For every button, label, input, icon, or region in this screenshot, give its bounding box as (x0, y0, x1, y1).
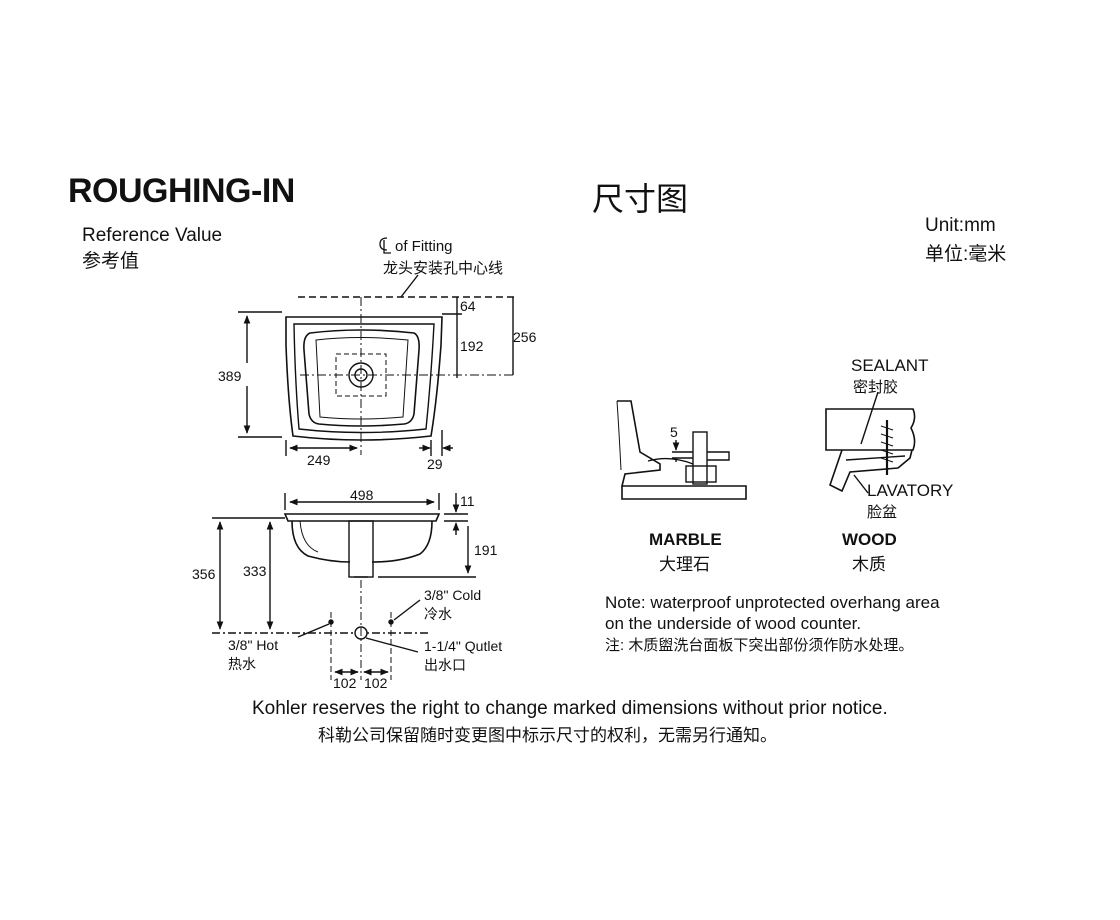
footer-disclaimer-cn: 科勒公司保留随时变更图中标示尺寸的权利，无需另行通知。 (318, 726, 777, 745)
marble-label-cn: 大理石 (659, 555, 710, 574)
lavatory-label-cn: 脸盆 (867, 504, 898, 521)
outlet-label: 1-1/4" Qutlet (424, 638, 503, 654)
dim-356: 356 (192, 566, 216, 582)
note-line-cn: 注: 木质盥洗台面板下突出部份须作防水处理。 (605, 637, 914, 654)
note-line-1: Note: waterproof unprotected overhang ar… (605, 593, 940, 612)
centerline-symbol (379, 237, 391, 254)
reference-label: Reference Value (82, 225, 223, 246)
page-title: ROUGHING-IN (68, 172, 295, 210)
marble-detail (616, 400, 747, 500)
centerline-label: of Fitting (395, 238, 453, 255)
hot-supply-label: 3/8" Hot (228, 637, 279, 653)
sealant-label-cn: 密封胶 (853, 379, 899, 396)
hot-supply-label-cn: 热水 (228, 656, 256, 672)
dim-102-left: 102 (333, 675, 357, 691)
wood-detail (825, 391, 916, 494)
unit-label: Unit:mm (925, 215, 996, 236)
plan-view (238, 274, 515, 456)
note-line-2: on the underside of wood counter. (605, 614, 862, 633)
unit-label-cn: 单位:毫米 (925, 244, 1007, 265)
marble-label: MARBLE (649, 530, 722, 549)
outlet-label-cn: 出水口 (424, 657, 466, 673)
dim-102-right: 102 (364, 675, 388, 691)
dim-191: 191 (474, 542, 498, 558)
dim-498: 498 (350, 487, 374, 503)
section-view (212, 493, 476, 680)
cold-supply-label: 3/8" Cold (424, 587, 482, 603)
wood-label-cn: 木质 (852, 555, 886, 574)
dim-256: 256 (513, 329, 537, 345)
lavatory-label: LAVATORY (867, 481, 954, 500)
centerline-label-cn: 龙头安装孔中心线 (383, 260, 504, 277)
wood-label: WOOD (842, 530, 897, 549)
dim-192: 192 (460, 338, 484, 354)
dim-389: 389 (218, 368, 242, 384)
dim-249: 249 (307, 452, 331, 468)
footer-disclaimer: Kohler reserves the right to change mark… (252, 698, 888, 719)
reference-label-cn: 参考值 (82, 251, 140, 272)
sealant-label: SEALANT (851, 356, 929, 375)
dim-64: 64 (460, 298, 476, 314)
cold-supply-label-cn: 冷水 (424, 606, 452, 622)
page-title-cn: 尺寸图 (592, 180, 689, 218)
dim-29: 29 (427, 456, 443, 472)
marble-dim-5: 5 (670, 424, 678, 440)
dim-333: 333 (243, 563, 267, 579)
dim-11: 11 (460, 493, 475, 509)
